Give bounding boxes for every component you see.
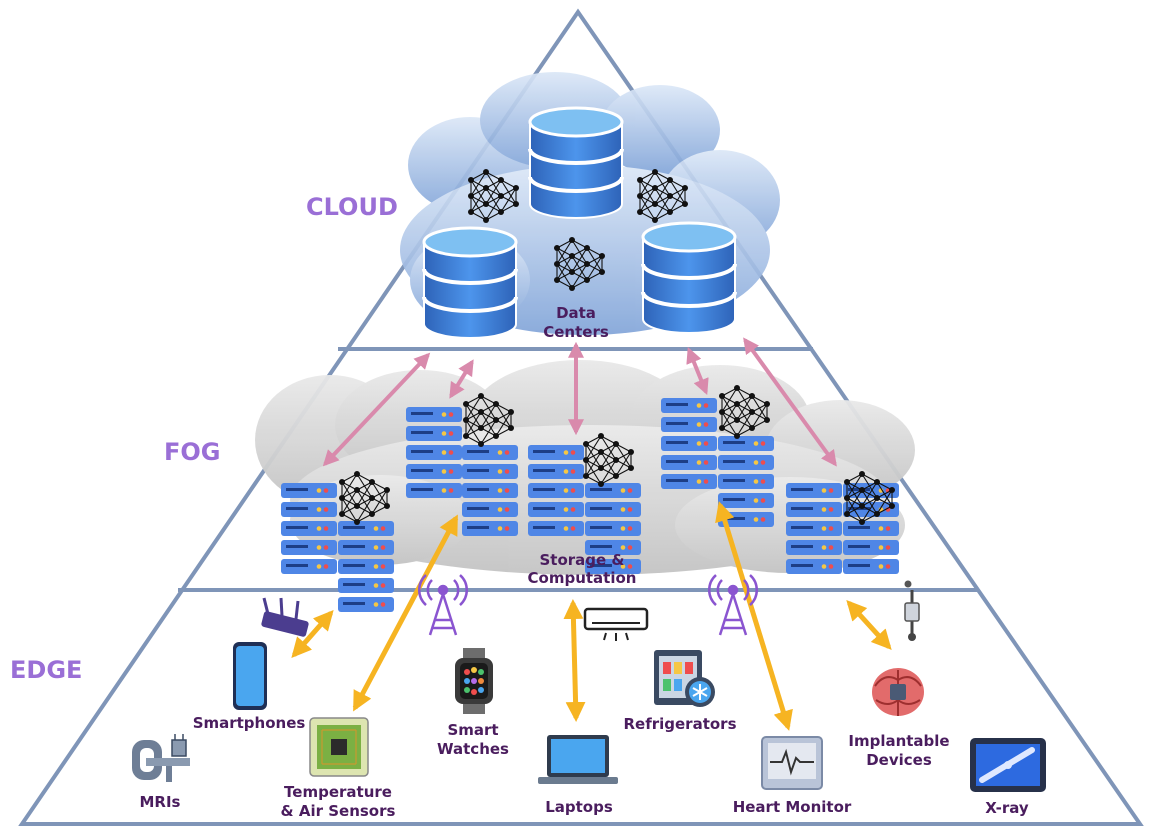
smart-watch-icon — [455, 648, 493, 714]
refrigerators-label: Refrigerators — [623, 715, 736, 733]
database-icon — [422, 226, 518, 340]
cell-tower-icon — [707, 574, 759, 636]
smartphones-label: Smartphones — [193, 714, 306, 732]
xray-label: X-ray — [985, 799, 1029, 817]
smart-watches-label-line1: Smart — [447, 721, 498, 739]
storage-computation-label-line2: Computation — [528, 569, 637, 587]
cell-tower-icon — [417, 574, 469, 636]
xray-icon — [970, 738, 1046, 792]
implantable-devices-label-line1: Implantable — [848, 732, 949, 750]
weather-sensor-icon — [904, 580, 920, 641]
heart-monitor-icon — [761, 736, 823, 790]
database-icon — [528, 106, 624, 220]
temperature-sensors-label-line1: Temperature — [284, 783, 392, 801]
edge-fog-arrows — [291, 501, 892, 731]
router-icon — [261, 597, 309, 637]
database-icon — [641, 221, 737, 335]
smartphone-icon — [233, 642, 267, 710]
implantable-devices-label-line2: Devices — [866, 751, 932, 769]
microchip-icon — [309, 717, 369, 777]
refrigerator-icon — [654, 650, 715, 707]
edge-tier-label: EDGE — [10, 656, 82, 684]
cloud-fog-arrows — [322, 337, 837, 467]
mri-icon — [132, 734, 190, 782]
data-centers-label-line1: Data — [556, 304, 596, 322]
laptops-label: Laptops — [545, 798, 613, 816]
brain-implant-icon — [872, 668, 924, 716]
storage-computation-label-line1: Storage & — [539, 551, 624, 569]
heart-monitor-label: Heart Monitor — [733, 798, 852, 816]
cloud-tier-label: CLOUD — [306, 193, 398, 221]
laptop-icon — [538, 735, 618, 784]
temperature-sensors-label-line2: & Air Sensors — [281, 802, 396, 820]
air-conditioner-icon — [583, 607, 649, 641]
smart-watches-label-line2: Watches — [437, 740, 509, 758]
mris-label: MRIs — [140, 793, 181, 811]
data-centers-label-line2: Centers — [543, 323, 609, 341]
fog-tier-label: FOG — [164, 438, 221, 466]
